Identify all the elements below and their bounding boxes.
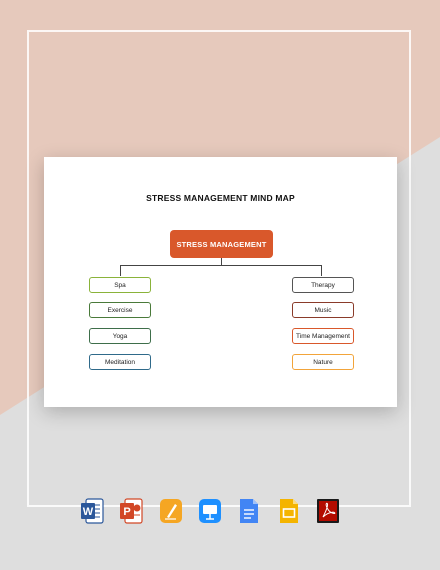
left-node: Exercise bbox=[89, 302, 151, 318]
google-slides-icon[interactable] bbox=[277, 497, 301, 525]
connector-line bbox=[221, 258, 222, 266]
right-node: Time Management bbox=[292, 328, 354, 344]
right-node: Nature bbox=[292, 354, 354, 370]
svg-text:W: W bbox=[83, 506, 94, 518]
pages-icon[interactable] bbox=[159, 497, 183, 525]
pdf-icon[interactable] bbox=[316, 497, 340, 525]
left-node: Spa bbox=[89, 277, 151, 293]
svg-text:P: P bbox=[124, 506, 131, 518]
format-icons-row: W P bbox=[80, 497, 340, 525]
left-node: Meditation bbox=[89, 354, 151, 370]
diagram-title: STRESS MANAGEMENT MIND MAP bbox=[146, 193, 295, 203]
root-node: STRESS MANAGEMENT bbox=[170, 230, 273, 258]
powerpoint-icon[interactable]: P bbox=[119, 497, 143, 525]
right-node: Music bbox=[292, 302, 354, 318]
keynote-icon[interactable] bbox=[198, 497, 222, 525]
left-node: Yoga bbox=[89, 328, 151, 344]
mind-map-card: STRESS MANAGEMENT MIND MAP STRESS MANAGE… bbox=[44, 157, 397, 407]
connector-line bbox=[120, 265, 322, 266]
connector-line bbox=[120, 265, 121, 276]
word-icon[interactable]: W bbox=[80, 497, 104, 525]
connector-line bbox=[321, 265, 322, 276]
right-node: Therapy bbox=[292, 277, 354, 293]
google-docs-icon[interactable] bbox=[237, 497, 261, 525]
